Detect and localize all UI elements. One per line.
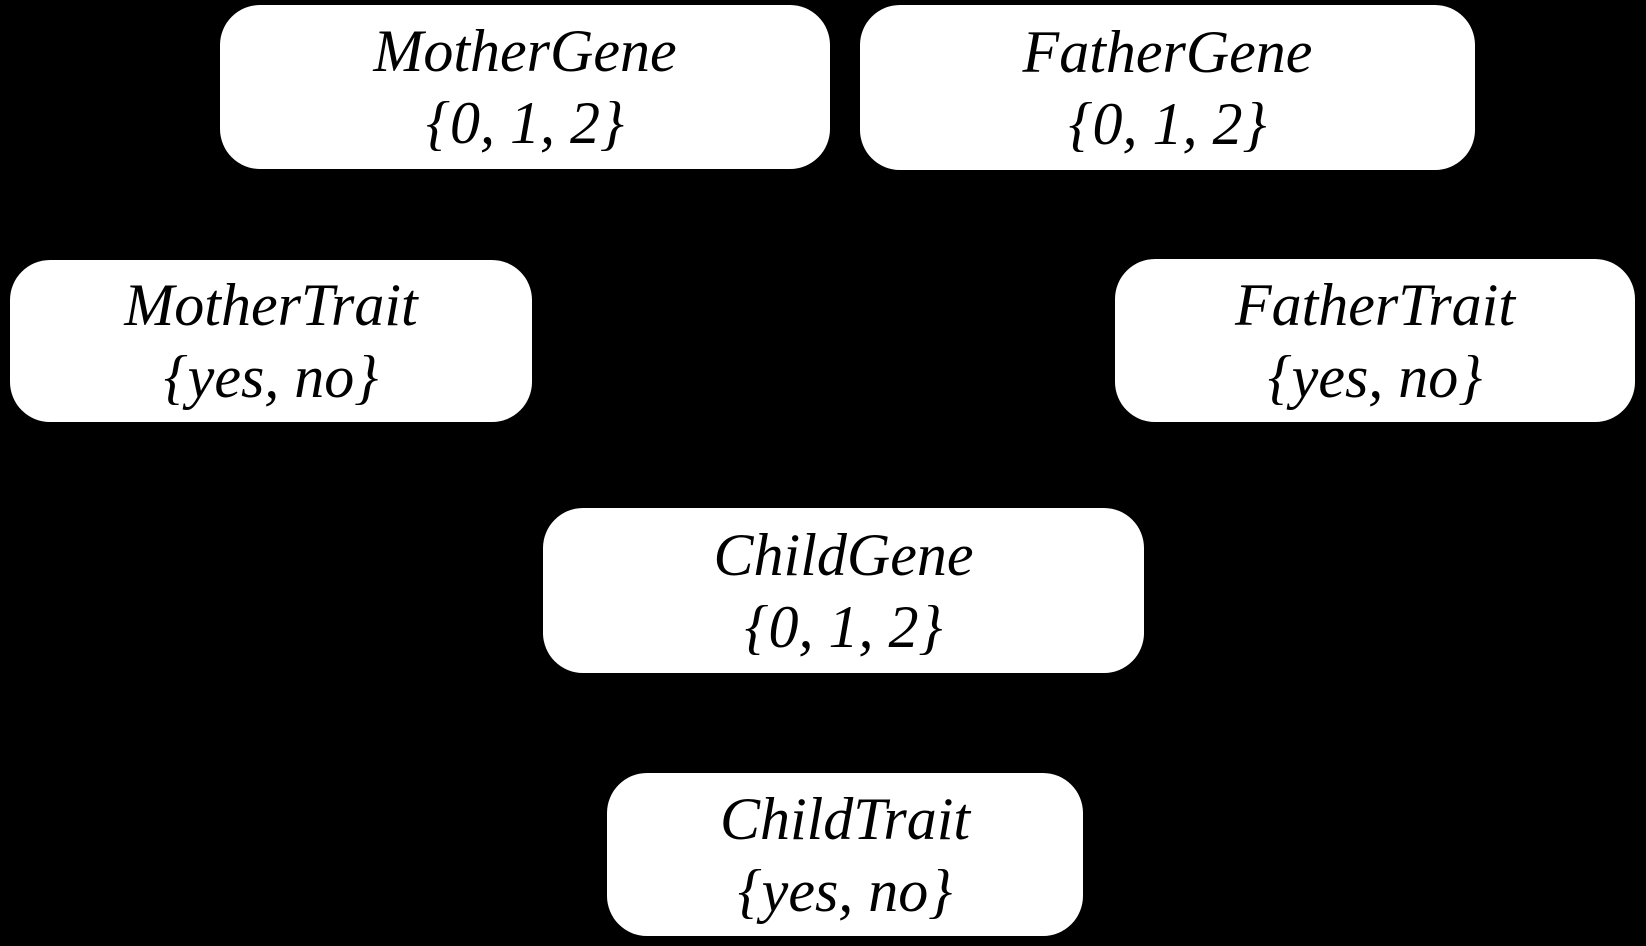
- node-mother-gene-label: MotherGene: [373, 18, 677, 84]
- node-mother-gene-domain: {0, 1, 2}: [426, 90, 624, 156]
- node-father-gene: FatherGene {0, 1, 2}: [860, 5, 1475, 170]
- node-father-trait-domain: {yes, no}: [1267, 343, 1483, 410]
- node-father-trait: FatherTrait {yes, no}: [1115, 259, 1635, 422]
- node-child-trait-domain: {yes, no}: [737, 857, 953, 924]
- node-mother-trait: MotherTrait {yes, no}: [10, 260, 532, 422]
- node-mother-trait-domain: {yes, no}: [163, 344, 379, 410]
- node-father-gene-label: FatherGene: [1022, 18, 1313, 85]
- node-child-gene-domain: {0, 1, 2}: [744, 593, 943, 660]
- node-mother-trait-label: MotherTrait: [124, 272, 418, 338]
- node-father-gene-domain: {0, 1, 2}: [1068, 90, 1267, 157]
- node-child-trait-label: ChildTrait: [719, 785, 971, 852]
- node-mother-gene: MotherGene {0, 1, 2}: [220, 5, 830, 169]
- node-child-trait: ChildTrait {yes, no}: [607, 773, 1083, 936]
- node-father-trait-label: FatherTrait: [1234, 271, 1516, 338]
- node-child-gene: ChildGene {0, 1, 2}: [543, 508, 1144, 673]
- node-child-gene-label: ChildGene: [713, 521, 974, 588]
